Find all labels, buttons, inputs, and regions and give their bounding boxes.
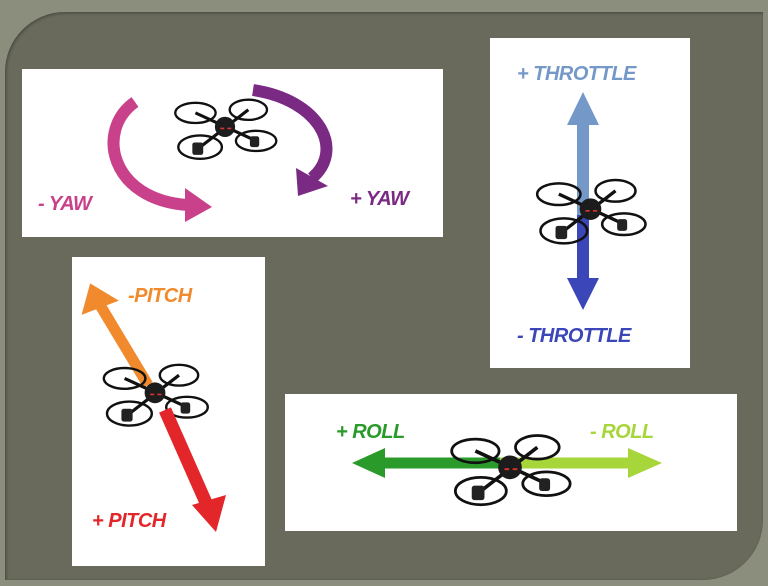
pitch-plus-label: + PITCH: [92, 510, 166, 532]
yaw-minus-arrow: [107, 97, 189, 211]
throttle-minus-arrowhead: [567, 278, 599, 310]
throttle-plus-arrowhead: [567, 92, 599, 125]
roll-drone-icon: [452, 435, 570, 504]
pitch-drone-icon: [101, 362, 210, 428]
roll-minus-arrowhead: [628, 448, 662, 478]
roll-plus-arrowhead: [352, 448, 385, 478]
yaw-panel: [22, 69, 443, 237]
pitch-plus-arrowhead: [192, 495, 226, 532]
pitch-minus-label: -PITCH: [128, 285, 192, 307]
yaw-minus-label: - YAW: [38, 193, 92, 215]
pitch-minus-arrowhead: [81, 283, 119, 315]
pitch-plus-arrow: [159, 407, 213, 508]
yaw-plus-arrow: [252, 84, 333, 183]
roll-plus-label: + ROLL: [336, 421, 405, 443]
yaw-plus-arrowhead: [296, 168, 328, 196]
yaw-drone-icon: [173, 97, 279, 161]
throttle-plus-label: + THROTTLE: [517, 63, 636, 85]
yaw-minus-arrowhead: [185, 188, 212, 222]
roll-minus-label: - ROLL: [590, 421, 654, 443]
throttle-drone-icon: [537, 180, 645, 243]
throttle-minus-label: - THROTTLE: [517, 325, 631, 347]
yaw-plus-label: + YAW: [350, 188, 409, 210]
